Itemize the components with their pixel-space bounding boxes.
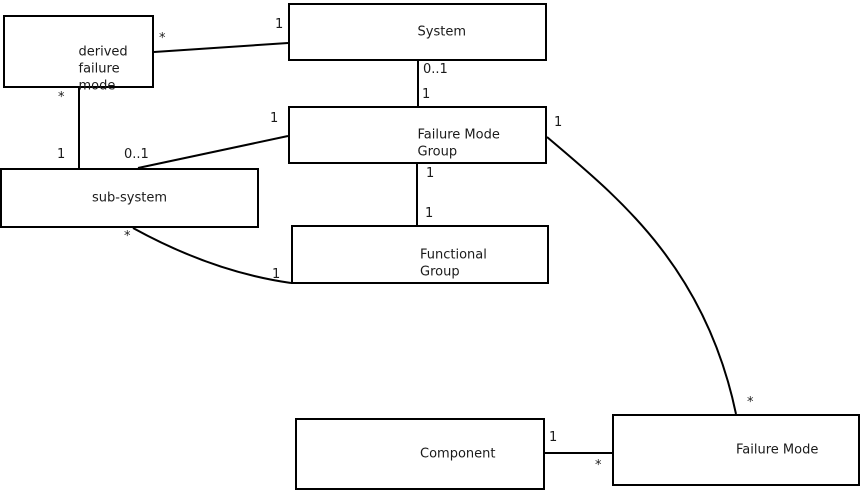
multiplicity-label: * [58,90,65,105]
multiplicity-label: * [124,229,131,244]
box-failure-mode-group: Failure Mode Group [288,106,547,164]
multiplicity-label: 0..1 [124,147,149,162]
multiplicity-label: * [159,31,166,46]
connector-failure-mode-group-failure-mode [546,136,737,415]
box-label-failure-mode: Failure Mode [736,442,819,458]
multiplicity-label: 1 [554,115,563,130]
multiplicity-label: 1 [275,17,284,32]
connector-sub-system-failure-mode-group [137,135,289,169]
box-functional-group: Functional Group [291,225,549,284]
multiplicity-label: 1 [272,267,281,282]
multiplicity-label: 1 [426,166,435,181]
multiplicity-label: * [595,458,602,473]
connector-sub-system-functional-group [132,227,292,284]
multiplicity-label: 1 [549,430,558,445]
box-system: System [288,3,547,61]
box-label-component: Component [420,446,496,462]
connector-derived-failure-mode-system [153,42,289,53]
box-label-system: System [417,24,466,40]
box-label-failure-mode-group: Failure Mode Group [417,127,500,160]
box-component: Component [295,418,545,490]
multiplicity-label: 1 [422,87,431,102]
box-label-functional-group: Functional Group [420,247,487,279]
multiplicity-label: 1 [57,147,66,162]
multiplicity-label: 0..1 [423,62,448,77]
box-label-derived-failure-mode: derived failure mode [78,44,128,93]
box-sub-system: sub-system [0,168,259,228]
box-failure-mode: Failure Mode [612,414,860,486]
multiplicity-label: 1 [270,111,279,126]
box-derived-failure-mode: derived failure mode [3,15,154,93]
multiplicity-label: 1 [425,206,434,221]
multiplicity-label: * [747,395,754,410]
box-label-sub-system: sub-system [92,190,167,206]
